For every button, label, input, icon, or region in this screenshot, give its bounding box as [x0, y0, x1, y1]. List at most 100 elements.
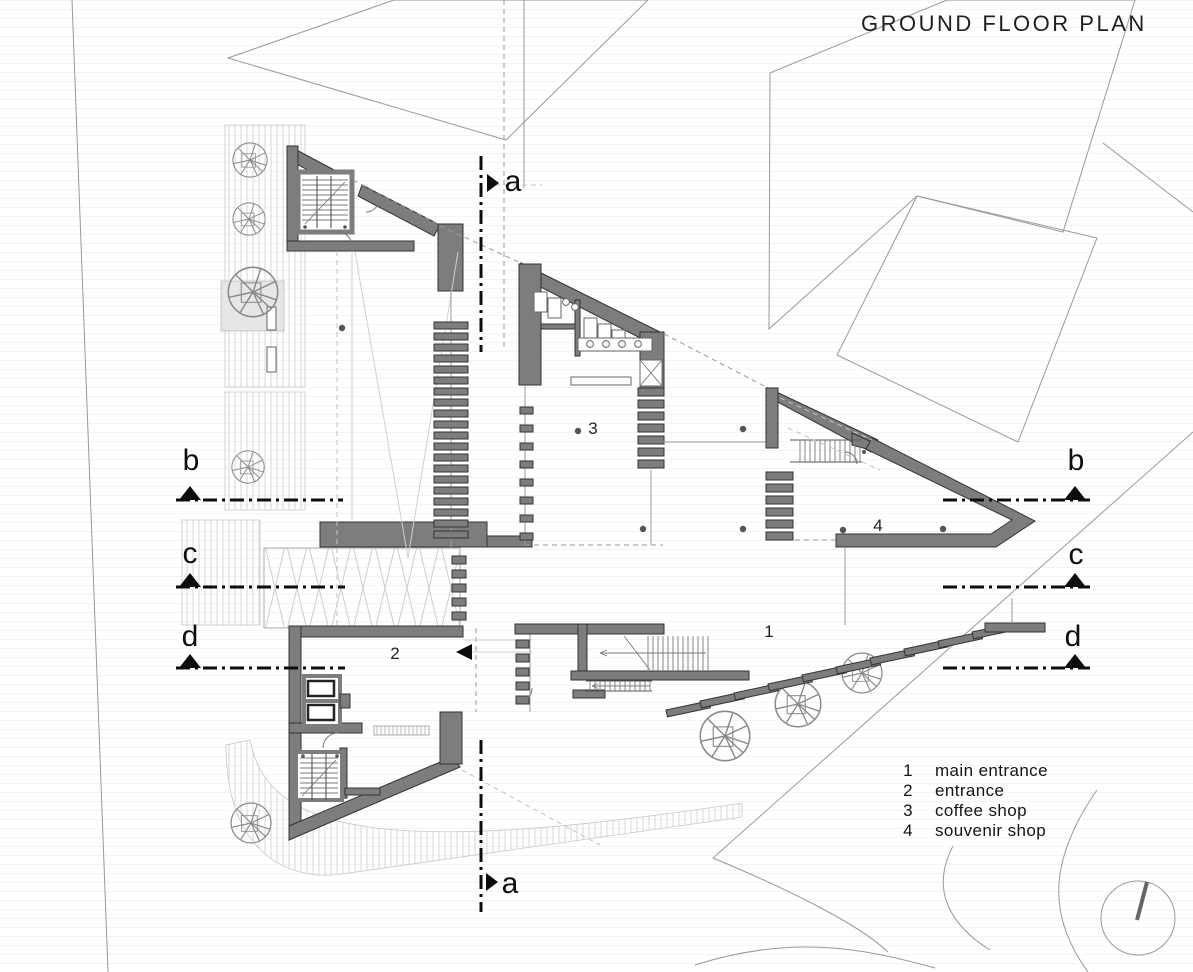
plan-title: GROUND FLOOR PLAN — [861, 11, 1147, 36]
section-label-a-bottom: a — [501, 867, 519, 900]
wall — [514, 623, 665, 635]
wall — [577, 623, 588, 678]
wall — [518, 263, 542, 386]
direction-arrow — [591, 683, 650, 689]
deck-band-south — [181, 519, 261, 626]
section-lines — [176, 156, 1090, 912]
deck-band-curved — [225, 739, 743, 876]
room-label-main-entrance: 1 — [764, 622, 774, 641]
section-arrow-b-left-icon — [179, 486, 201, 500]
door-swing — [365, 198, 380, 213]
elevator-car — [306, 679, 336, 698]
direction-arrow — [599, 649, 706, 657]
section-arrow-d-left-icon — [179, 654, 201, 668]
louver-stack-east — [637, 387, 665, 469]
section-arrow-b-right-icon — [1064, 486, 1086, 500]
legend-label: souvenir shop — [935, 821, 1047, 840]
legend-num: 1 — [903, 761, 913, 780]
door-swing — [517, 687, 533, 703]
louver-stack-west — [515, 639, 530, 705]
building-northwest — [286, 145, 469, 626]
column-dot — [739, 425, 747, 433]
sink — [586, 340, 594, 348]
room-label-entrance: 2 — [390, 644, 400, 663]
sink — [618, 340, 626, 348]
section-label-c-right: c — [1068, 538, 1084, 571]
wall-arrow-point — [835, 437, 1036, 548]
wall — [357, 184, 441, 237]
landscape-curve-mid — [942, 845, 991, 951]
section-arrow-c-right-icon — [1064, 573, 1086, 587]
elevator-car — [306, 703, 336, 722]
section-arrow-d-right-icon — [1064, 654, 1086, 668]
column-dot — [939, 525, 947, 533]
landscape-curve-east — [1058, 789, 1098, 972]
louver-screen-center — [433, 291, 469, 548]
legend-num: 4 — [903, 821, 913, 840]
legend-label: coffee shop — [935, 801, 1027, 820]
section-arrow-a-top-icon — [487, 174, 499, 192]
building-coffee-shop — [439, 225, 768, 546]
reception-desk — [373, 725, 430, 736]
entrance-arrow-icon — [456, 644, 472, 660]
cascade-steps — [665, 598, 1046, 718]
louver-stack-walkway — [451, 555, 467, 621]
column-dot — [338, 324, 346, 332]
column-dot — [574, 427, 582, 435]
wall — [570, 670, 750, 681]
deck-band-mid — [224, 391, 306, 511]
section-label-b-right: b — [1067, 444, 1085, 477]
neighbor-building-nw — [226, 0, 649, 141]
section-label-d-left: d — [181, 620, 199, 653]
compass-circle-icon — [1100, 880, 1176, 956]
site-boundary-west — [71, 0, 109, 972]
wc-stall — [583, 317, 598, 339]
wall — [288, 625, 464, 638]
wall-pier — [437, 223, 464, 292]
wall — [439, 711, 463, 765]
sink — [562, 298, 570, 306]
door-swing — [337, 231, 353, 247]
legend-num: 2 — [903, 781, 913, 800]
door-swing — [322, 732, 339, 749]
stair-treads — [799, 440, 861, 462]
landscape-curve-sail — [712, 857, 889, 953]
elevators — [302, 674, 351, 728]
stair-lower — [586, 680, 652, 692]
sink — [602, 340, 610, 348]
building-entrance — [288, 625, 601, 846]
wc-stall — [533, 291, 548, 313]
section-label-a-top: a — [504, 165, 522, 198]
north-compass — [1100, 880, 1176, 956]
stair-treads — [302, 179, 348, 221]
legend-item: 3 coffee shop — [893, 801, 1048, 821]
legend-item: 1 main entrance — [893, 761, 1048, 781]
legend: 1 main entrance 2 entrance 3 coffee shop… — [893, 761, 1048, 841]
neighbor-building-e — [836, 195, 1098, 443]
sink — [571, 303, 579, 311]
legend-item: 2 entrance — [893, 781, 1048, 801]
columns — [338, 324, 947, 534]
section-arrow-a-bottom-icon — [486, 873, 498, 891]
south-terrace — [514, 598, 1046, 718]
wc-stall — [547, 297, 562, 319]
compass-needle-icon — [1135, 881, 1149, 921]
building-souvenir-shop — [663, 333, 1036, 625]
legend-label: entrance — [935, 781, 1005, 800]
projection-lines — [351, 251, 459, 559]
section-label-b-left: b — [182, 444, 200, 477]
service-counter — [570, 376, 632, 386]
louver-stack-west — [765, 471, 794, 541]
column-dot — [639, 525, 647, 533]
louver-stack-west — [519, 406, 534, 541]
wc-fixtures — [533, 291, 663, 387]
stair-upper — [599, 635, 709, 671]
stairwell — [294, 750, 344, 802]
column-dot — [739, 525, 747, 533]
neighbor-building-ne — [768, 0, 1136, 331]
column-dot — [839, 526, 847, 534]
room-label-souvenir-shop: 4 — [873, 516, 883, 535]
site-context — [71, 0, 1193, 972]
